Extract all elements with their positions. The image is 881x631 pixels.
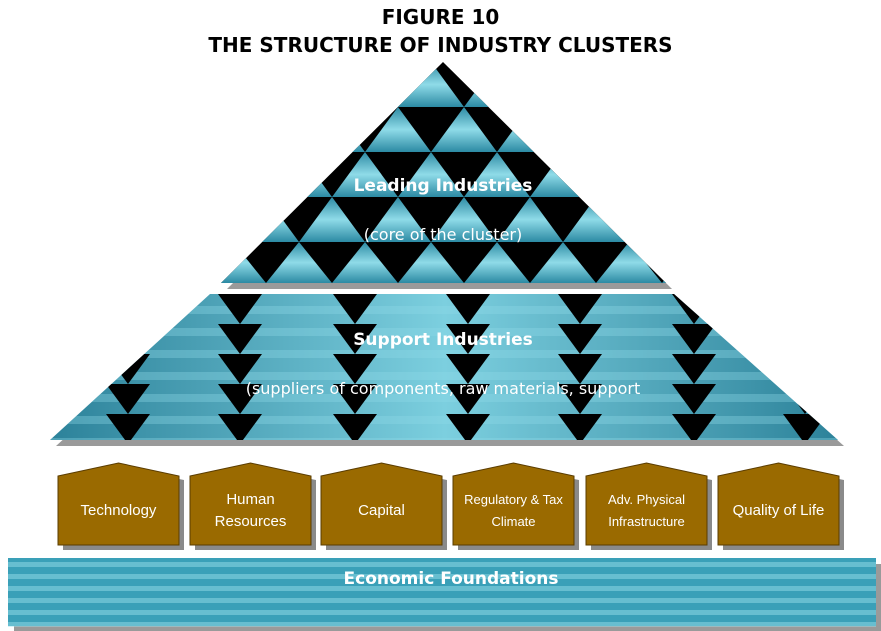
block-label: Regulatory & Tax Climate (464, 492, 563, 529)
support-industries-layer (50, 294, 838, 440)
block-label: Technology (80, 502, 157, 519)
leading-industries-label: Leading Industries (354, 176, 533, 196)
block-shape (320, 462, 447, 550)
block-label: Capital (358, 502, 405, 519)
block-shape (189, 462, 316, 550)
support-industries-label: Support Industries (353, 330, 533, 350)
figure-number: FIGURE 10 (381, 5, 500, 29)
block-label: Human Resources (214, 491, 287, 530)
block-capital: Capital (320, 462, 447, 550)
leading-industries-layer (221, 62, 666, 283)
figure-title: THE STRUCTURE OF INDUSTRY CLUSTERS (208, 33, 673, 57)
block-shape (585, 462, 712, 550)
block-label: Quality of Life (732, 502, 825, 519)
block-shape (57, 462, 184, 550)
block-quality-of-life: Quality of Life (717, 462, 844, 550)
block-human-resources: Human Resources (189, 462, 316, 550)
block-regulatory-tax: Regulatory & Tax Climate (452, 462, 579, 550)
leading-industries-sublabel: (core of the cluster) (364, 225, 523, 244)
block-technology: Technology (57, 462, 184, 550)
block-shape (452, 462, 579, 550)
economic-foundations-label: Economic Foundations (344, 569, 559, 589)
block-shape (717, 462, 844, 550)
block-label: Adv. Physical Infrastructure (607, 492, 686, 529)
support-industries-sublabel: (suppliers of components, raw materials,… (246, 379, 641, 398)
economic-foundations-layer (8, 558, 876, 627)
block-physical-infrastructure: Adv. Physical Infrastructure (585, 462, 712, 550)
